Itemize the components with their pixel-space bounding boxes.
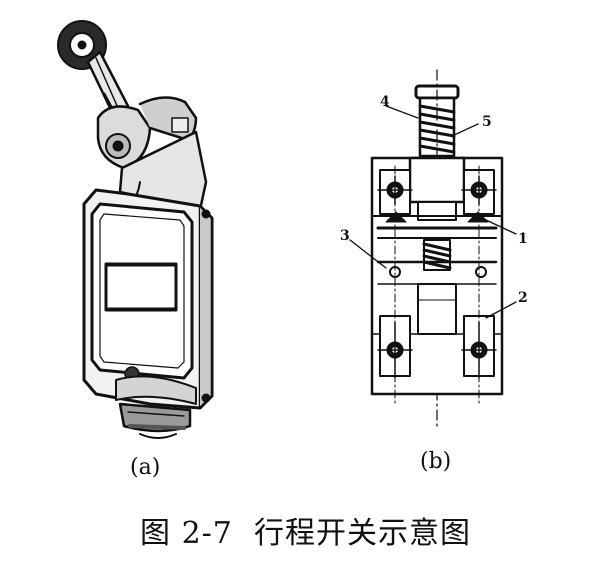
middle-contacts <box>376 260 498 335</box>
callout-2: 2 <box>518 290 528 306</box>
base-fitting <box>115 366 197 439</box>
caption-title: 行程开关示意图 <box>253 516 471 551</box>
switch-b-diagram <box>349 69 517 431</box>
callout-1: 1 <box>518 231 528 247</box>
leader-lines <box>349 105 517 319</box>
pivot-head <box>96 96 198 170</box>
caption-number: 图 2-7 <box>140 516 233 551</box>
roller-wheel <box>57 20 107 70</box>
subfigure-label-b: (b) <box>420 449 451 474</box>
switch-a-illustration <box>57 20 214 439</box>
callout-3: 3 <box>340 228 350 244</box>
push-rod <box>414 69 460 431</box>
figure-caption: 图 2-7 行程开关示意图 <box>0 508 611 552</box>
front-cover <box>90 202 194 380</box>
middle-spring <box>422 239 452 271</box>
callout-labels: 4 5 1 3 2 <box>340 94 528 306</box>
subfigure-label-a: (a) <box>130 455 160 480</box>
callout-5: 5 <box>482 114 492 130</box>
callout-4: 4 <box>380 94 390 110</box>
